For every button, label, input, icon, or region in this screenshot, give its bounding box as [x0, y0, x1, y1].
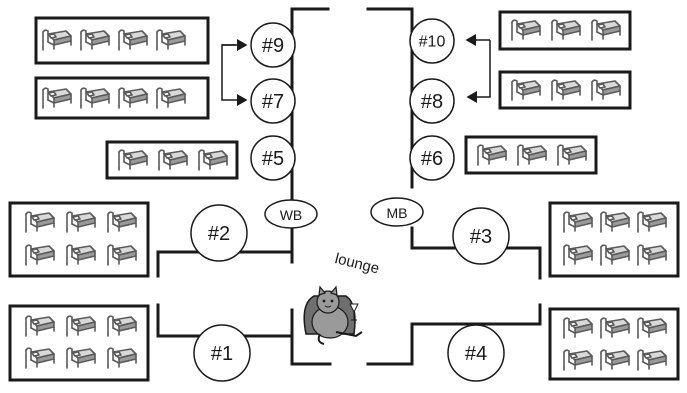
room-circles: [190, 18, 510, 382]
wb-label: WB: [280, 207, 303, 223]
room-4-circle: [447, 324, 505, 382]
arrows: [221, 34, 491, 106]
room-4-label: #4: [465, 343, 487, 365]
wall-lounge-right: [366, 322, 542, 366]
arrow-10-8: [466, 40, 491, 103]
mb-ellipse: [370, 197, 424, 227]
lounge-label: lounge: [333, 250, 381, 277]
wall-right-corridor: [366, 7, 414, 189]
wb-ellipse: [264, 199, 318, 229]
room-1-circle: [193, 324, 251, 382]
room-5-label: #5: [262, 148, 284, 170]
room-9-circle: [250, 22, 296, 68]
room-9-label: #9: [262, 35, 284, 57]
room-6-circle: [409, 135, 455, 181]
room-3-circle: [452, 207, 510, 265]
room-5-circle: [250, 135, 296, 181]
mb-label: MB: [387, 205, 408, 221]
wall-bottom-left: [156, 303, 294, 338]
arrow-9-7: [221, 44, 248, 106]
room-8-circle: [409, 78, 455, 124]
wall-lounge-left: [290, 308, 332, 366]
room-8-label: #8: [421, 91, 443, 113]
room-3-label: #3: [470, 226, 492, 248]
room-7-circle: [250, 78, 296, 124]
wall-left-lower: [156, 250, 294, 278]
room-2-circle: [190, 204, 248, 262]
room-6-label: #6: [421, 148, 443, 170]
lounge-cat-icon: [303, 285, 363, 345]
room-1-label: #1: [211, 343, 233, 365]
room-7-label: #7: [262, 91, 284, 113]
room-2-label: #2: [208, 223, 230, 245]
room-10-label: #10: [419, 34, 446, 51]
room-10-circle: [409, 18, 455, 64]
